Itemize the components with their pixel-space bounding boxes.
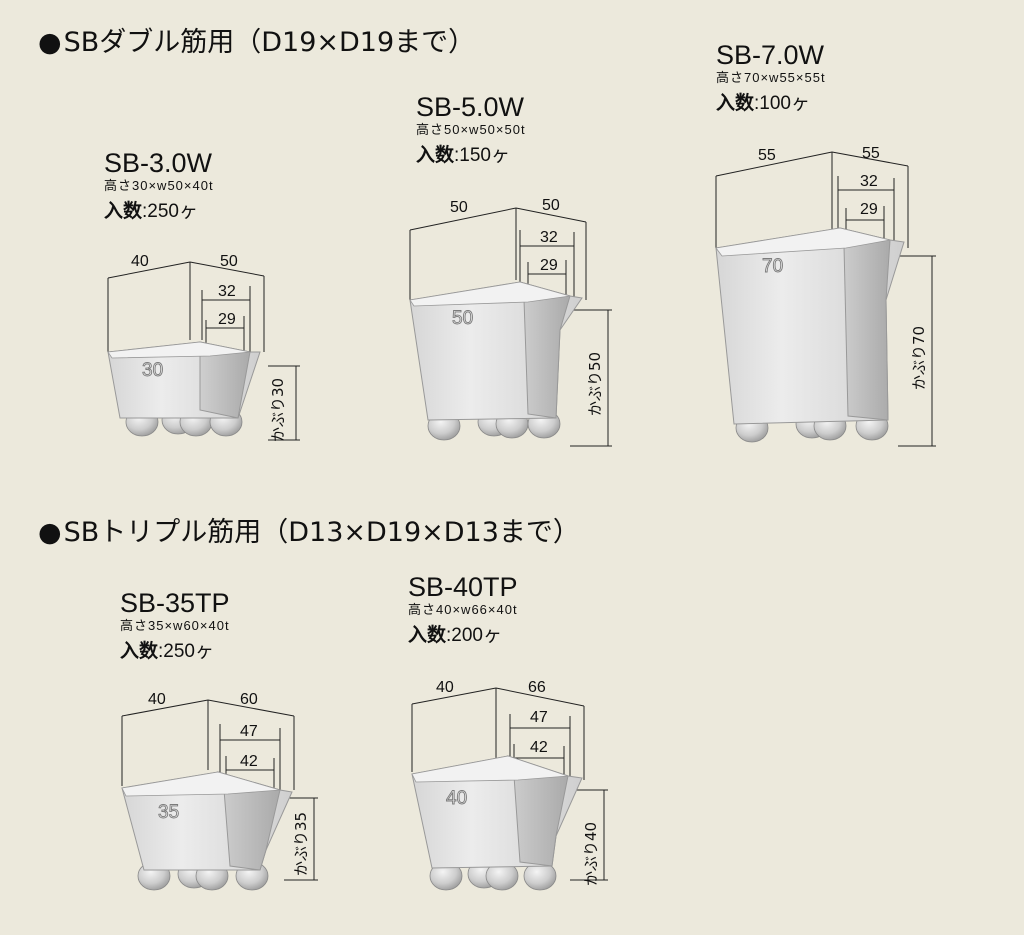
product-quantity: 入数:150ヶ (416, 145, 510, 166)
product-sb-3-0w: SB-3.0W 高さ30×w50×40t 入数:250ヶ (104, 148, 214, 224)
dim-inner: 29 (860, 201, 878, 218)
dim-top-right: 60 (240, 691, 258, 708)
product-sb-35tp: SB-35TP 高さ35×w60×40t 入数:250ヶ (120, 588, 230, 664)
dim-top-right: 50 (542, 197, 560, 214)
spacer-sb-40tp: 40 66 47 42 かぶり40 40 (411, 679, 608, 891)
dim-cover: かぶり30 (269, 378, 287, 442)
product-sb-7-0w: SB-7.0W 高さ70×w55×55t 入数:100ヶ (716, 40, 826, 116)
product-quantity: 入数:200ヶ (408, 625, 502, 646)
dim-cover: かぶり35 (292, 812, 310, 876)
dim-top-left: 40 (131, 253, 149, 270)
stamp-label: 50 (452, 308, 473, 329)
product-dimensions: 高さ30×w50×40t (104, 178, 214, 193)
stamp-label: 35 (158, 802, 179, 823)
dim-top-right: 66 (528, 679, 546, 696)
dim-inner-outer: 32 (860, 173, 878, 190)
spacer-sb-7-0w: 55 55 32 29 かぶり70 70 (715, 145, 936, 447)
dim-inner-outer: 47 (530, 709, 548, 726)
product-sb-40tp: SB-40TP 高さ40×w66×40t 入数:200ヶ (408, 572, 518, 648)
spacer-sb-3-0w: 40 50 32 29 かぶり30 30 (107, 253, 300, 442)
dim-inner: 29 (218, 311, 236, 328)
product-dimensions: 高さ35×w60×40t (120, 618, 230, 633)
dim-top-left: 40 (436, 679, 454, 696)
stamp-label: 70 (762, 256, 783, 277)
product-quantity: 入数:250ヶ (104, 201, 198, 222)
product-quantity: 入数:100ヶ (716, 93, 810, 114)
dim-inner: 42 (240, 753, 258, 770)
product-name: SB-40TP (408, 572, 518, 602)
dim-top-left: 50 (450, 199, 468, 216)
dim-inner: 29 (540, 257, 558, 274)
section-title-triple: ●SBトリプル筋用（D13×D19×D13まで） (38, 517, 580, 548)
product-name: SB-3.0W (104, 148, 213, 178)
dim-inner-outer: 47 (240, 723, 258, 740)
product-dimensions: 高さ50×w50×50t (416, 122, 526, 137)
dim-top-right: 50 (220, 253, 238, 270)
dim-cover: かぶり70 (910, 326, 928, 390)
dim-inner-outer: 32 (218, 283, 236, 300)
section-title-double: ●SBダブル筋用（D19×D19まで） (38, 27, 476, 58)
dim-top-left: 40 (148, 691, 166, 708)
stamp-label: 30 (142, 360, 163, 381)
product-dimensions: 高さ40×w66×40t (408, 602, 518, 617)
dim-inner: 42 (530, 739, 548, 756)
dim-cover: かぶり50 (586, 352, 604, 416)
product-name: SB-7.0W (716, 40, 825, 70)
product-quantity: 入数:250ヶ (120, 641, 214, 662)
product-name: SB-5.0W (416, 92, 525, 122)
spacer-sb-35tp: 40 60 47 42 かぶり35 35 (121, 691, 318, 891)
dim-top-left: 55 (758, 147, 776, 164)
product-name: SB-35TP (120, 588, 230, 618)
stamp-label: 40 (446, 788, 467, 809)
bullet-icon: ● (38, 27, 62, 58)
bullet-icon: ● (38, 517, 62, 548)
product-sb-5-0w: SB-5.0W 高さ50×w50×50t 入数:150ヶ (416, 92, 526, 168)
dim-top-right: 55 (862, 145, 880, 162)
dim-inner-outer: 32 (540, 229, 558, 246)
product-dimensions: 高さ70×w55×55t (716, 70, 826, 85)
spacer-sb-5-0w: 50 50 32 29 かぶり50 50 (409, 197, 612, 447)
dim-cover: かぶり40 (582, 822, 600, 886)
